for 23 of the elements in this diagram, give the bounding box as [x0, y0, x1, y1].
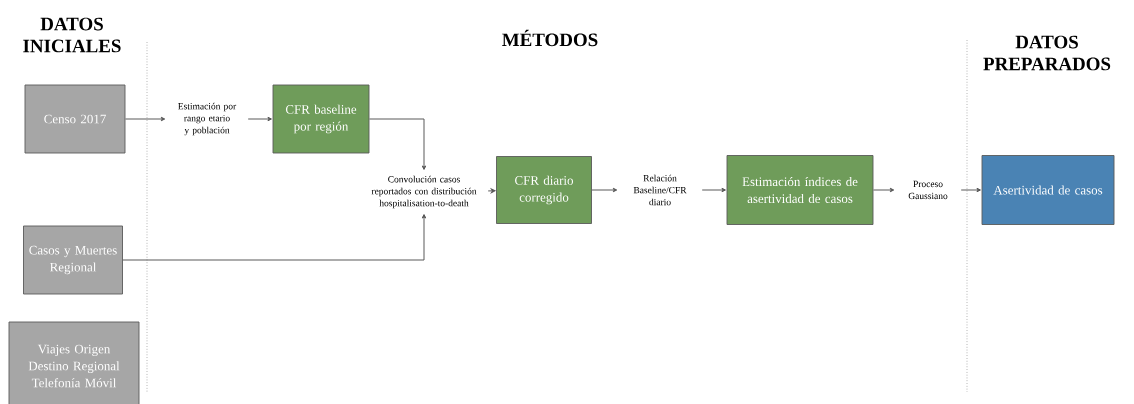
arrow	[591, 187, 618, 193]
process-box: Censo 2017	[24, 84, 126, 154]
arrow	[368, 118, 427, 170]
arrow	[487, 188, 496, 194]
process-box: CFR baseline por región	[272, 84, 370, 154]
step-text: Convolución casos reportados con distribución hospitalisation-to-death	[371, 175, 477, 209]
step-text: Proceso Gaussiano	[908, 180, 948, 200]
arrow	[960, 187, 981, 193]
arrow	[122, 214, 427, 261]
process-box: Casos y Muertes Regional	[23, 225, 123, 295]
step-text: Estimación por rango etario y población	[178, 102, 237, 136]
section-heading: DATOS PREPARADOS	[983, 35, 1111, 71]
arrow	[872, 187, 895, 193]
process-box: Asertividad de casos	[981, 155, 1115, 225]
step-text: Relación Baseline/CFR diario	[633, 174, 687, 206]
arrow	[124, 116, 166, 122]
arrow	[247, 116, 272, 122]
arrow	[701, 187, 726, 193]
process-box: Viajes Origen Destino Regional Telefonía Móvil	[8, 321, 140, 404]
section-heading: DATOS INICIALES	[23, 17, 121, 53]
section-heading: MÉTODOS	[502, 29, 598, 47]
process-box: CFR diario corregido	[496, 156, 592, 224]
process-box: Estimación índices de asertividad de casos	[726, 155, 874, 225]
